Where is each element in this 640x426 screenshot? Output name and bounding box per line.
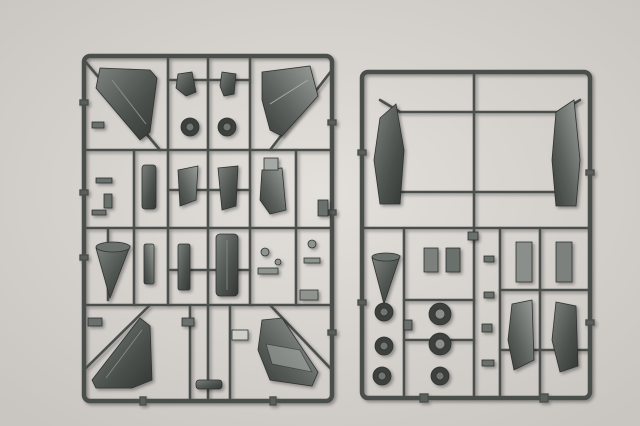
part-fin-small-1: [177, 165, 199, 207]
part-clear-piece: [231, 329, 249, 341]
part-wing-panel-top-right: [261, 65, 319, 137]
part-seat: [259, 167, 287, 215]
part-small-bottom: [195, 379, 223, 390]
part-small-bracket-1: [175, 71, 197, 97]
part-detail-cluster-right: [257, 239, 321, 301]
left-frame-tabs: [79, 99, 337, 406]
part-panel-3: [515, 241, 533, 283]
left-sprue-parts: [87, 65, 329, 390]
part-small-bracket-2: [219, 71, 237, 97]
right-sprue-parts: [371, 99, 581, 386]
part-detail-cluster-far-right: [403, 231, 495, 367]
part-intake-duct-left: [373, 103, 405, 205]
part-panel-2: [445, 247, 461, 273]
right-frame-outline: [359, 69, 593, 401]
part-panel-4: [555, 241, 573, 283]
part-intake-duct-right: [551, 99, 581, 207]
part-strut-3: [177, 243, 191, 291]
part-gear-door-1: [507, 299, 535, 371]
part-gear-door-2: [551, 301, 579, 373]
part-strut-2: [143, 243, 155, 285]
part-tail-panel-left: [91, 317, 153, 389]
part-panel-1: [423, 247, 439, 273]
right-frame-tabs: [357, 149, 595, 403]
part-wing-panel-top-left: [95, 67, 158, 141]
part-fin-small-2: [217, 165, 239, 211]
part-strut-1: [141, 164, 157, 210]
part-detail-cluster-left: [87, 121, 329, 327]
